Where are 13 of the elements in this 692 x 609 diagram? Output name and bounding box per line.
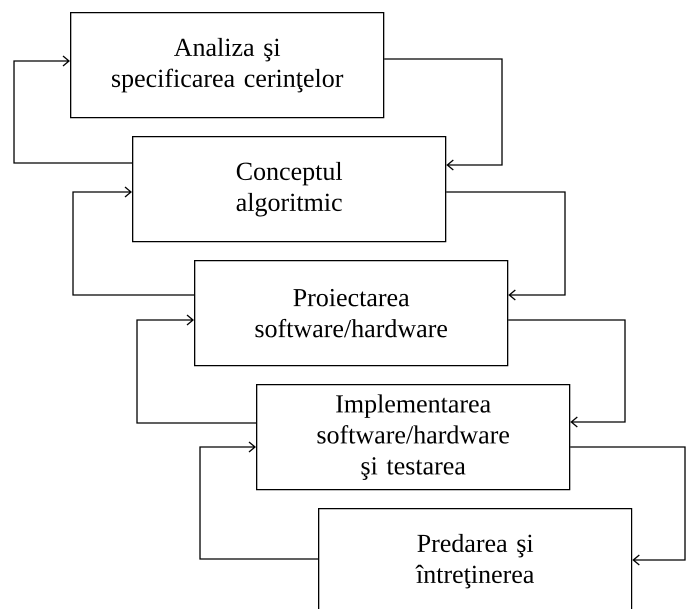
arrow: [384, 58, 503, 170]
arrow: [72, 186, 194, 296]
process-box: Predarea şi întreţinerea: [318, 508, 632, 609]
arrow: [136, 314, 256, 424]
process-box: Conceptul algoritmic: [132, 136, 446, 242]
arrow: [13, 56, 132, 164]
arrow: [446, 191, 566, 300]
arrow: [508, 319, 626, 428]
process-box: Implementarea software/hardware şi testarea: [256, 384, 570, 490]
arrow: [199, 442, 318, 560]
arrow: [570, 446, 686, 566]
process-box: Proiectarea software/hardware: [194, 260, 508, 366]
process-box: Analiza şi specificarea cerinţelor: [70, 12, 384, 118]
